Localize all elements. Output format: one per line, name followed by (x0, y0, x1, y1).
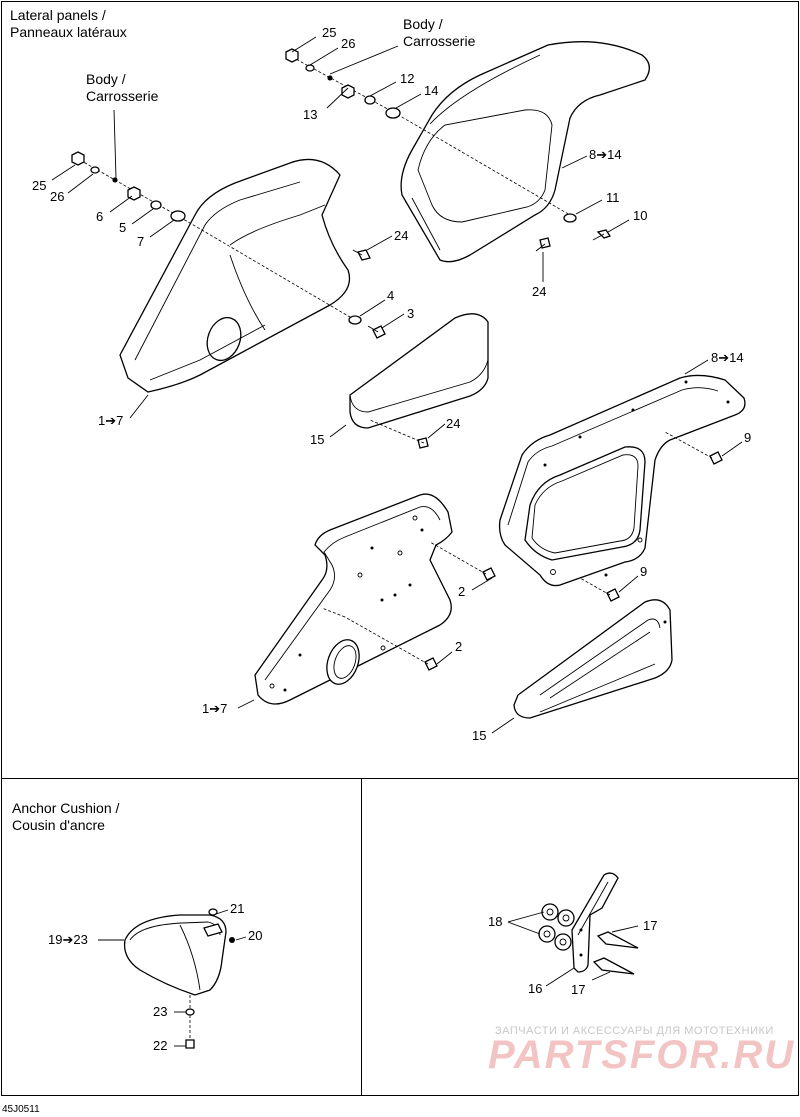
right-lateral-panel-outer (400, 41, 650, 263)
callout-2-a: 2 (458, 584, 465, 599)
callout-16: 16 (528, 981, 542, 996)
callout-25-top: 25 (322, 25, 336, 40)
callout-8-14-low: 8➔14 (711, 350, 744, 365)
callout-1-7-low: 1➔7 (202, 701, 227, 716)
callout-18: 18 (488, 914, 502, 929)
callout-2-b: 2 (455, 639, 462, 654)
callout-5: 5 (119, 220, 126, 235)
body-marker-left (112, 177, 118, 183)
callout-3: 3 (407, 306, 414, 321)
callout-11: 11 (606, 190, 620, 205)
body-label-left-line1: Body / (86, 71, 126, 87)
callout-24-mid: 24 (394, 228, 408, 243)
body-label-top-line2: Carrosserie (403, 33, 476, 49)
side-cover-bottom (513, 599, 673, 719)
watermark-logo: PARTSFOR.RU (488, 1033, 795, 1077)
callout-25-left: 25 (32, 178, 46, 193)
watermark-text: ЗАПЧАСТИ И АКСЕССУАРЫ ДЛЯ МОТОТЕХНИКИ (495, 1025, 774, 1037)
lateral-title-line2: Panneaux latéraux (10, 24, 127, 40)
drawing-code: 45J0511 (2, 1104, 40, 1115)
callout-14: 14 (424, 83, 438, 98)
right-lateral-panel-inner (498, 374, 746, 602)
top-fastener-stack (285, 48, 612, 252)
callout-7: 7 (137, 234, 144, 249)
leader-lines (51, 36, 743, 1047)
callout-24-low: 24 (446, 416, 460, 431)
callout-23: 23 (153, 1004, 167, 1019)
callout-21: 21 (230, 901, 244, 916)
body-label-left-line2: Carrosserie (86, 88, 159, 104)
anchor-title-line2: Cousin d'ancre (12, 817, 105, 833)
callout-13: 13 (303, 107, 317, 122)
left-lateral-panel-inner (254, 493, 496, 705)
callout-9-b: 9 (640, 564, 647, 579)
callout-22: 22 (153, 1038, 167, 1053)
callout-26-top: 26 (341, 36, 355, 51)
callout-20: 20 (248, 928, 262, 943)
anchor-cushion (123, 908, 235, 1049)
callout-1-7-top: 1➔7 (98, 413, 123, 428)
callout-26-left: 26 (50, 189, 64, 204)
callout-17-b: 17 (571, 982, 585, 997)
left-lateral-panel-outer (119, 158, 351, 393)
callout-6: 6 (96, 209, 103, 224)
callout-17-a: 17 (643, 918, 657, 933)
callout-15-low: 15 (472, 728, 486, 743)
callout-9-a: 9 (744, 430, 751, 445)
callout-8-14-top: 8➔14 (589, 147, 622, 162)
side-cover-top (349, 313, 489, 449)
callout-19-23: 19➔23 (48, 932, 88, 947)
body-marker-top (327, 75, 333, 81)
callout-15-top: 15 (310, 432, 324, 447)
callout-12: 12 (400, 71, 414, 86)
callout-24-top: 24 (532, 284, 546, 299)
anchor-hardware (538, 872, 639, 975)
hardware-frame (361, 778, 799, 1096)
callout-labels: 25 26 12 13 14 8➔14 11 10 24 25 26 6 5 7… (32, 25, 751, 1053)
callout-4: 4 (387, 288, 394, 303)
lateral-title-line1: Lateral panels / (10, 7, 106, 23)
body-label-top-line1: Body / (403, 16, 443, 32)
anchor-title-line1: Anchor Cushion / (12, 800, 120, 816)
callout-10: 10 (633, 208, 647, 223)
